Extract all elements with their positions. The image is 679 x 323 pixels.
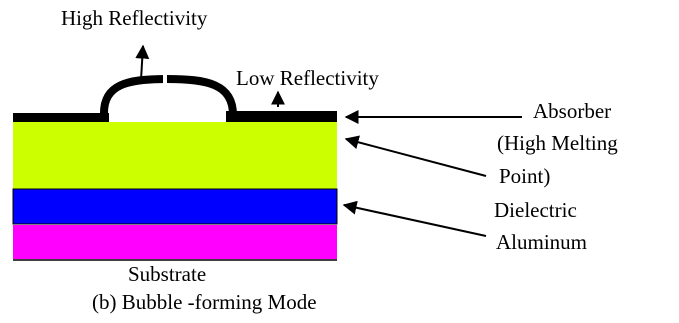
high-reflectivity-arrow bbox=[135, 44, 150, 81]
absorber-label: Absorber bbox=[533, 99, 612, 123]
high-reflectivity-label: High Reflectivity bbox=[61, 6, 208, 30]
high-melting-point-layer bbox=[13, 122, 337, 189]
aluminum-label: Aluminum bbox=[496, 230, 588, 254]
dielectric-label: Dielectric bbox=[494, 198, 577, 222]
absorber-left-segment bbox=[13, 113, 109, 122]
figure-caption: (b) Bubble -forming Mode bbox=[92, 290, 317, 314]
high-melting-point-label-line1: (High Melting bbox=[497, 131, 618, 155]
substrate-label: Substrate bbox=[128, 262, 207, 286]
absorber-bubble bbox=[99, 74, 237, 116]
dielectric-layer bbox=[12, 188, 338, 225]
low-reflectivity-label: Low Reflectivity bbox=[236, 66, 379, 90]
dielectric-arrow bbox=[342, 200, 487, 237]
absorber-right-segment bbox=[226, 111, 337, 122]
aluminum-layer bbox=[13, 225, 337, 259]
high-melting-point-arrow bbox=[344, 135, 487, 177]
high-melting-point-label-line2: Point) bbox=[499, 164, 551, 188]
